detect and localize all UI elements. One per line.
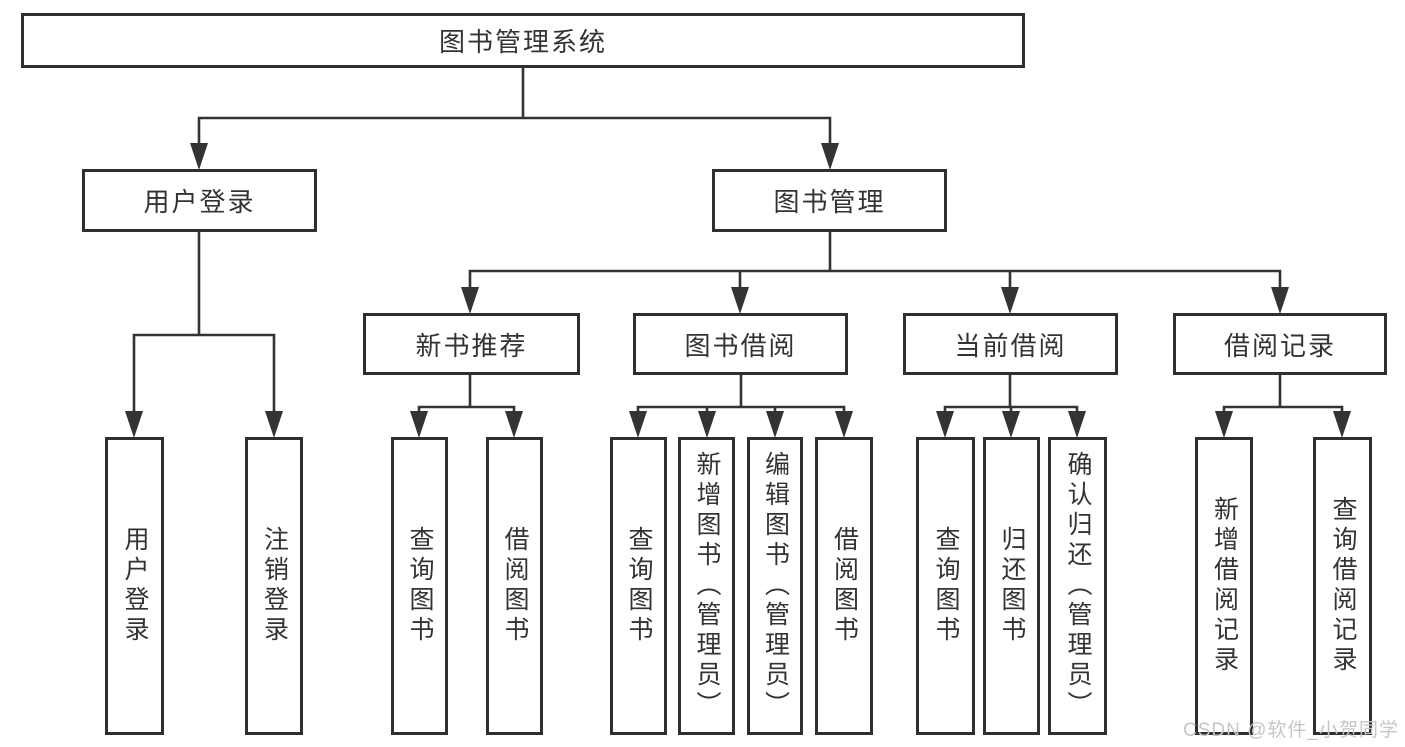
node-label: 查询图书	[406, 526, 434, 646]
arrowhead-icon	[265, 411, 283, 438]
arrowhead-icon	[1333, 411, 1351, 438]
node-leaf-confirm-return-admin: 确认归还（管理员）	[1048, 437, 1107, 735]
arrowhead-icon	[1001, 287, 1019, 314]
watermark: CSDN @软件_小贺同学	[1183, 720, 1399, 741]
node-leaf-return-books: 归还图书	[983, 437, 1040, 735]
node-book-management-module: 图书管理	[712, 169, 947, 232]
arrowhead-icon	[766, 411, 784, 438]
arrowhead-icon	[936, 411, 954, 438]
arrowhead-icon	[835, 411, 853, 438]
node-label: 编辑图书（管理员）	[761, 451, 790, 721]
connector-group-6	[1222, 373, 1344, 421]
node-label: 图书管理系统	[438, 27, 607, 57]
node-label: 注销登录	[260, 526, 289, 646]
node-leaf-edit-books-admin: 编辑图书（管理员）	[747, 437, 803, 735]
arrowhead-icon	[1002, 411, 1020, 438]
node-label: 新增借阅记录	[1210, 496, 1239, 676]
arrowhead-icon	[461, 287, 479, 314]
node-leaf-add-books-admin: 新增图书（管理员）	[678, 437, 735, 735]
node-leaf-add-borrow-record: 新增借阅记录	[1195, 437, 1253, 735]
node-leaf-logout: 注销登录	[245, 437, 303, 735]
arrowhead-icon	[505, 411, 523, 438]
node-label: 当前借阅	[954, 330, 1067, 361]
node-leaf-query-books-3: 查询图书	[916, 437, 975, 735]
node-label: 用户登录	[121, 526, 149, 646]
node-label: 借阅记录	[1223, 330, 1336, 361]
node-label: 确认归还（管理员）	[1064, 451, 1092, 721]
node-leaf-query-borrow-record: 查询借阅记录	[1313, 437, 1372, 735]
node-label: 借阅图书	[501, 526, 529, 646]
node-leaf-user-login: 用户登录	[105, 437, 164, 735]
node-current-borrowing: 当前借阅	[903, 313, 1118, 375]
arrowhead-icon	[1271, 287, 1289, 314]
arrowhead-icon	[698, 411, 716, 438]
arrowhead-icon	[629, 411, 647, 438]
node-leaf-query-books-1: 查询图书	[391, 437, 448, 735]
arrowhead-icon	[125, 411, 143, 438]
node-label: 新书推荐	[415, 330, 528, 361]
node-label: 归还图书	[998, 526, 1026, 646]
connector-group-2	[468, 230, 1282, 297]
node-leaf-borrow-books-2: 借阅图书	[815, 437, 873, 735]
connector-group-1	[132, 230, 276, 421]
arrowhead-icon	[190, 143, 208, 170]
connector-group-3	[417, 373, 516, 421]
node-label: 查询图书	[625, 526, 653, 646]
arrowhead-icon	[410, 411, 428, 438]
node-label: 图书借阅	[684, 330, 797, 361]
node-label: 图书管理	[773, 187, 886, 217]
arrowhead-icon	[1068, 411, 1086, 438]
connector-group-0	[197, 66, 832, 153]
node-label: 查询借阅记录	[1329, 496, 1357, 676]
node-leaf-query-books-2: 查询图书	[610, 437, 667, 735]
node-user-login-module: 用户登录	[82, 169, 317, 232]
arrowhead-icon	[821, 143, 839, 170]
node-borrowing-records: 借阅记录	[1173, 313, 1387, 375]
arrowhead-icon	[731, 287, 749, 314]
node-label: 借阅图书	[830, 526, 859, 646]
node-book-borrowing: 图书借阅	[633, 313, 848, 375]
node-leaf-borrow-books-1: 借阅图书	[486, 437, 543, 735]
node-label: 查询图书	[932, 526, 960, 646]
node-system-root: 图书管理系统	[21, 13, 1025, 68]
arrowhead-icon	[1215, 411, 1233, 438]
node-label: 新增图书（管理员）	[693, 451, 721, 721]
node-new-book-recommend: 新书推荐	[363, 313, 580, 375]
node-label: 用户登录	[143, 187, 256, 217]
